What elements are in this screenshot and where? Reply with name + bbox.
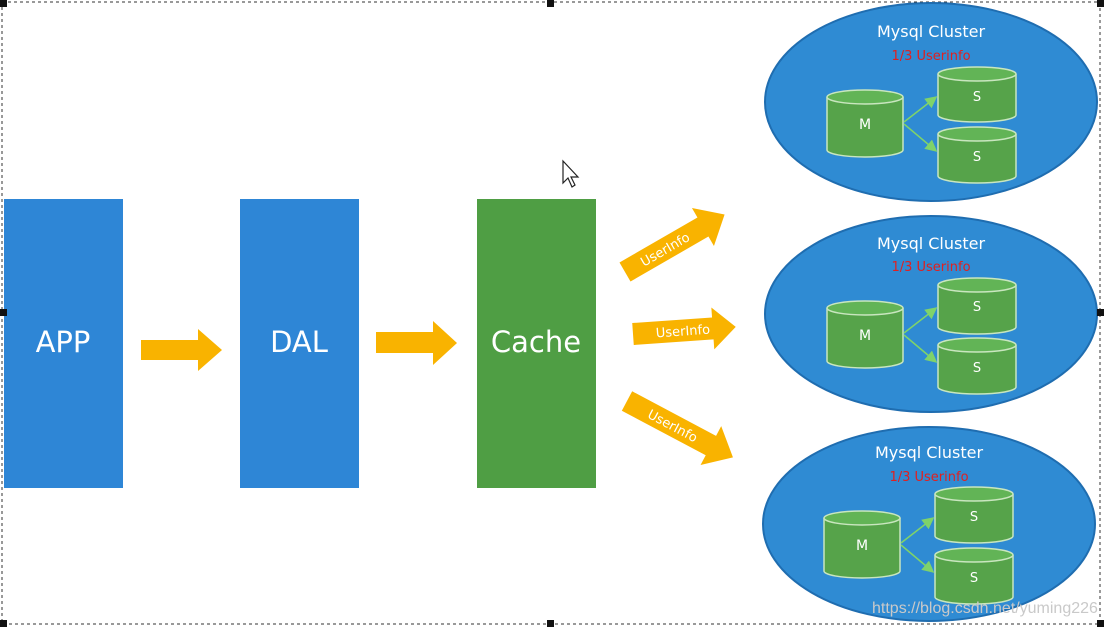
cluster-2-subtitle: 1/3 Userinfo xyxy=(891,260,970,275)
slave-label-2b: S xyxy=(973,361,981,376)
slave-db-1b: S xyxy=(937,126,1017,184)
slave-db-3b: S xyxy=(934,547,1014,605)
arrow-label-2: UserInfo xyxy=(655,323,710,342)
cluster-3-title: Mysql Cluster xyxy=(875,443,984,462)
cache-label: Cache xyxy=(491,325,581,359)
slave-label-1a: S xyxy=(973,90,981,105)
resize-handle-middle-left[interactable] xyxy=(0,309,7,316)
slave-db-3a: S xyxy=(934,486,1014,544)
mysql-cluster-3: Mysql Cluster 1/3 Userinfo M S S xyxy=(762,426,1096,622)
resize-handle-top-right[interactable] xyxy=(1097,0,1104,7)
arrow-to-cluster-1: UserInfo xyxy=(619,207,725,282)
slave-label-1b: S xyxy=(973,150,981,165)
master-label-3: M xyxy=(856,538,868,554)
resize-handle-top-center[interactable] xyxy=(547,0,554,7)
arrow-to-cluster-3: UserInfo xyxy=(621,391,733,466)
resize-handle-bottom-right[interactable] xyxy=(1097,620,1104,627)
resize-handle-bottom-center[interactable] xyxy=(547,620,554,627)
resize-handle-middle-right[interactable] xyxy=(1097,309,1104,316)
slave-db-2b: S xyxy=(937,337,1017,395)
master-db-2: M xyxy=(826,300,904,369)
arrow-dal-to-cache xyxy=(376,321,457,365)
cluster-1-subtitle: 1/3 Userinfo xyxy=(891,49,970,64)
slave-label-3a: S xyxy=(970,510,978,525)
resize-handle-bottom-left[interactable] xyxy=(0,620,7,627)
master-label-1: M xyxy=(859,117,871,133)
arrow-app-to-dal xyxy=(141,329,222,371)
mysql-cluster-2: Mysql Cluster 1/3 Userinfo M S S xyxy=(764,215,1098,413)
mysql-cluster-1: Mysql Cluster 1/3 Userinfo M S S xyxy=(764,2,1098,202)
dal-box xyxy=(240,199,359,488)
slave-db-2a: S xyxy=(937,277,1017,335)
cache-box xyxy=(477,199,596,488)
arrow-to-cluster-2: UserInfo xyxy=(632,307,736,350)
master-label-2: M xyxy=(859,328,871,344)
slave-label-2a: S xyxy=(973,300,981,315)
slave-label-3b: S xyxy=(970,571,978,586)
dal-label: DAL xyxy=(270,325,328,359)
cluster-2-title: Mysql Cluster xyxy=(877,234,986,253)
resize-handle-top-left[interactable] xyxy=(0,0,7,7)
app-box xyxy=(4,199,123,488)
master-db-1: M xyxy=(826,89,904,158)
slave-db-1a: S xyxy=(937,66,1017,123)
cluster-1-title: Mysql Cluster xyxy=(877,22,986,41)
cursor-icon xyxy=(562,159,580,188)
watermark-text: https://blog.csdn.net/yuming226 xyxy=(872,600,1098,617)
cluster-3-subtitle: 1/3 Userinfo xyxy=(889,470,968,485)
app-label: APP xyxy=(36,325,91,359)
master-db-3: M xyxy=(823,510,901,579)
